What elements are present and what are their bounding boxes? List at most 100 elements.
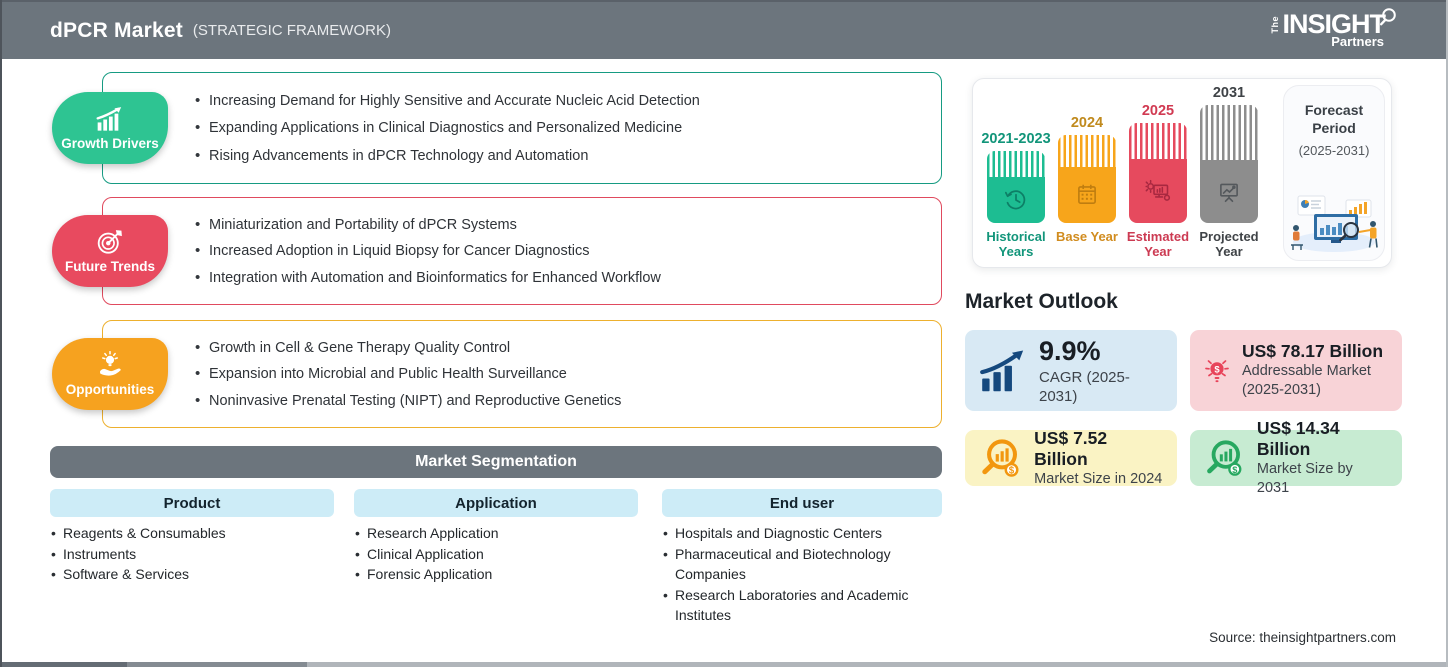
segment-header-application: Application (354, 489, 638, 517)
forecast-range: (2025-2031) (1298, 143, 1370, 158)
stat-text: US$ 14.34 Billion Market Size by 2031 (1257, 418, 1388, 497)
bar-solid (987, 176, 1045, 223)
list-item: Hospitals and Diagnostic Centers (662, 523, 948, 544)
badge-label: Future Trends (64, 259, 155, 274)
timeline-bar-base: 2024 Base Year (1056, 85, 1118, 261)
timeline-bar-label: Base Year (1056, 229, 1118, 244)
stat-text: US$ 78.17 Billion Addressable Market (20… (1242, 341, 1388, 399)
timeline-year: 2021-2023 (981, 131, 1051, 147)
growth-drivers-box: Increasing Demand for Highly Sensitive a… (102, 72, 942, 184)
page-title: dPCR Market (50, 18, 183, 42)
bar-shape (1200, 105, 1258, 223)
list-item: Research Laboratories and Academic Insti… (662, 585, 948, 626)
timeline-year: 2031 (1212, 85, 1246, 101)
growth-chart-icon (96, 106, 122, 131)
opportunities-box: Growth in Cell & Gene Therapy Quality Co… (102, 320, 942, 428)
growth-drivers-badge: Growth Drivers (52, 92, 168, 164)
logo-the-text: The (1270, 15, 1281, 34)
list-item: Increasing Demand for Highly Sensitive a… (195, 92, 917, 109)
list-item: Integration with Automation and Bioinfor… (195, 269, 917, 286)
forecast-period-panel: Forecast Period (2025-2031) (1283, 85, 1385, 261)
svg-text:$: $ (1214, 364, 1220, 375)
timeline-bar-label: Estimated Year (1126, 229, 1190, 260)
list-item: Noninvasive Prenatal Testing (NIPT) and … (195, 392, 917, 409)
forecast-title: Forecast Period (1304, 102, 1364, 136)
growth-bars-arrow-icon (980, 350, 1024, 392)
badge-label: Opportunities (65, 382, 155, 397)
analytics-illustration (1291, 195, 1378, 252)
bar-solid (1200, 160, 1258, 223)
list-item: Expansion into Microbial and Public Heal… (195, 365, 917, 382)
source-attribution: Source: theinsightpartners.com (1209, 630, 1396, 645)
list-item: Software & Services (50, 564, 342, 585)
timeline-bars: 2021-2023 Historical Years 2024 (981, 85, 1283, 261)
list-item: Clinical Application (354, 544, 646, 565)
stat-value: US$ 7.52 Billion (1034, 427, 1108, 469)
timeline-year: 2024 (1070, 115, 1104, 131)
calendar-icon (1078, 184, 1096, 204)
application-list: Research Application Clinical Applicatio… (354, 523, 646, 585)
magnifier-icon (1380, 8, 1396, 26)
logo-insight-text: INSIGHT (1282, 8, 1386, 39)
bottom-border-bar (2, 662, 1446, 667)
market-segmentation-bar: Market Segmentation (50, 446, 942, 478)
segment-header-end-user: End user (662, 489, 942, 517)
svg-text:$: $ (1232, 465, 1238, 475)
list-item: Pharmaceutical and Biotechnology Compani… (662, 544, 948, 585)
target-icon (97, 230, 122, 254)
list-item: Expanding Applications in Clinical Diagn… (195, 119, 917, 136)
badge-label: Growth Drivers (61, 135, 159, 151)
page-subtitle: (STRATEGIC FRAMEWORK) (192, 22, 391, 39)
bar-shape (987, 151, 1045, 223)
bar-stripes (1200, 105, 1258, 161)
opportunities-list: Growth in Cell & Gene Therapy Quality Co… (103, 321, 941, 427)
bar-shape (1058, 135, 1116, 223)
cagr-card: 9.9% CAGR (2025-2031) (965, 330, 1177, 411)
bar-stripes (1129, 123, 1187, 159)
timeline-bar-historical: 2021-2023 Historical Years (981, 85, 1050, 261)
growth-drivers-list: Increasing Demand for Highly Sensitive a… (103, 73, 941, 183)
research-timeline-card: 2021-2023 Historical Years 2024 (972, 78, 1392, 268)
header-bar: dPCR Market (STRATEGIC FRAMEWORK) The IN… (2, 0, 1446, 59)
bar-stripes (987, 151, 1045, 177)
magnifier-chart-icon: $ (982, 439, 1019, 477)
timeline-year: 2025 (1141, 103, 1175, 119)
list-item: Reagents & Consumables (50, 523, 342, 544)
list-item: Rising Advancements in dPCR Technology a… (195, 147, 917, 164)
bar-stripes (1058, 135, 1116, 167)
market-size-2024-card: $ US$ 7.52 Billion Market Size in 2024 (965, 428, 1177, 489)
bottom-bar-segment (127, 662, 307, 667)
monitor-gear-icon (1144, 179, 1170, 201)
bulb-dollar-icon: $ (1205, 359, 1229, 382)
timeline-bar-estimated: 2025 Estimated Year (1127, 85, 1189, 261)
segment-header-product: Product (50, 489, 334, 517)
projection-screen-icon (1220, 183, 1238, 202)
list-item: Growth in Cell & Gene Therapy Quality Co… (195, 339, 917, 356)
product-list: Reagents & Consumables Instruments Softw… (50, 523, 342, 585)
list-item: Instruments (50, 544, 342, 565)
logo-top-row: The INSIGHT (1270, 8, 1398, 39)
svg-text:$: $ (1009, 466, 1015, 477)
bar-solid (1058, 166, 1116, 223)
logo-partners-text: Partners (1331, 34, 1384, 50)
future-trends-list: Miniaturization and Portability of dPCR … (103, 198, 941, 304)
timeline-bar-label: Historical Years (986, 229, 1046, 260)
list-item: Research Application (354, 523, 646, 544)
list-item: Miniaturization and Portability of dPCR … (195, 216, 917, 233)
timeline-bar-projected: 2031 Projected Year (1199, 85, 1258, 261)
bottom-bar-segment (2, 662, 127, 667)
clock-history-icon (1004, 190, 1026, 210)
stat-label: Market Size in 2024 (1034, 470, 1163, 487)
bar-shape (1129, 123, 1187, 223)
timeline-bar-label: Projected Year (1199, 229, 1259, 260)
bottom-bar-segment (307, 662, 1446, 667)
future-trends-box: Miniaturization and Portability of dPCR … (102, 197, 942, 305)
stat-value: US$ 78.17 Billion (1242, 341, 1384, 362)
bar-solid (1129, 159, 1187, 223)
insight-partners-logo: The INSIGHT Partners (1270, 8, 1398, 50)
stat-value: US$ 14.34 Billion (1256, 418, 1340, 460)
future-trends-badge: Future Trends (52, 215, 168, 287)
stat-text: US$ 7.52 Billion Market Size in 2024 (1034, 428, 1163, 489)
market-size-2031-card: $ US$ 14.34 Billion Market Size by 2031 (1190, 418, 1402, 496)
